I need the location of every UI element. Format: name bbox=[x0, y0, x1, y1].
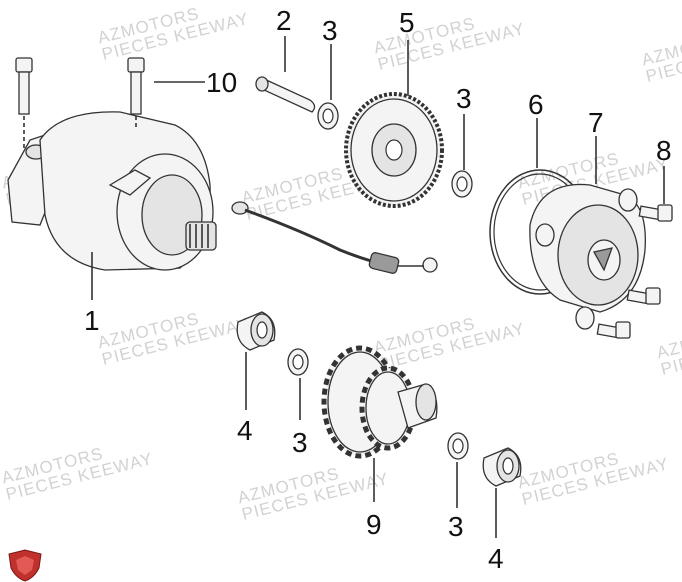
callout-6: 6 bbox=[528, 89, 544, 120]
cover-bolts bbox=[596, 204, 673, 339]
brand-logo-icon bbox=[8, 549, 42, 582]
cover-lug bbox=[535, 223, 555, 247]
needle-bearing-left bbox=[236, 311, 276, 351]
bolt-head bbox=[657, 204, 673, 222]
bearing-bore bbox=[256, 321, 268, 339]
pin-end bbox=[255, 76, 269, 92]
gear-shaft-end bbox=[415, 383, 437, 421]
callout-3-top-left: 3 bbox=[322, 15, 338, 46]
callout-numbers: 1 2 3 5 3 6 7 8 10 4 3 9 3 4 bbox=[84, 5, 672, 574]
washer-top-right bbox=[451, 170, 473, 198]
callout-1: 1 bbox=[84, 305, 100, 336]
idle-gear bbox=[344, 92, 444, 208]
motor-terminal bbox=[231, 201, 249, 215]
starter-motor bbox=[7, 111, 249, 271]
callout-2: 2 bbox=[276, 5, 292, 36]
cover-arrow bbox=[593, 247, 614, 272]
washer-hole bbox=[456, 176, 468, 192]
gear-bore bbox=[385, 139, 403, 161]
washer-hole bbox=[292, 354, 304, 370]
bolt-head bbox=[127, 57, 145, 73]
callout-3-top-right: 3 bbox=[456, 83, 472, 114]
leader-lines bbox=[91, 36, 665, 538]
callout-3-bottom-left: 3 bbox=[292, 427, 308, 458]
callout-9: 9 bbox=[366, 509, 382, 540]
callout-7: 7 bbox=[588, 107, 604, 138]
callout-4-left: 4 bbox=[237, 415, 253, 446]
washer-hole bbox=[322, 108, 334, 124]
bolt-shank bbox=[18, 71, 30, 115]
bolt-head bbox=[615, 321, 631, 339]
cover-lug bbox=[618, 188, 638, 212]
callout-5: 5 bbox=[399, 7, 415, 38]
cable-wire bbox=[244, 208, 376, 264]
bolt-head bbox=[645, 287, 661, 305]
motor-tab bbox=[108, 169, 152, 196]
cable-boot bbox=[368, 252, 400, 274]
starter-cover bbox=[529, 183, 646, 330]
bearing-bore bbox=[502, 457, 514, 475]
washer-top-left bbox=[317, 102, 339, 130]
callout-8: 8 bbox=[656, 135, 672, 166]
motor-bolts bbox=[15, 57, 145, 150]
callout-4-right: 4 bbox=[488, 543, 504, 574]
starter-cable bbox=[244, 208, 438, 274]
double-gear bbox=[321, 345, 438, 459]
callout-10: 10 bbox=[206, 67, 237, 98]
needle-bearing-right bbox=[482, 447, 522, 487]
bolt-head bbox=[15, 57, 33, 73]
cover-lug bbox=[575, 306, 595, 330]
washer-hole bbox=[452, 438, 464, 454]
washer-bottom-right bbox=[447, 432, 469, 460]
cable-ring-terminal bbox=[422, 257, 438, 273]
bolt-shank bbox=[130, 71, 142, 115]
shaft-pin bbox=[255, 76, 316, 113]
washer-bottom-left bbox=[287, 348, 309, 376]
callout-3-bottom-right: 3 bbox=[448, 511, 464, 542]
